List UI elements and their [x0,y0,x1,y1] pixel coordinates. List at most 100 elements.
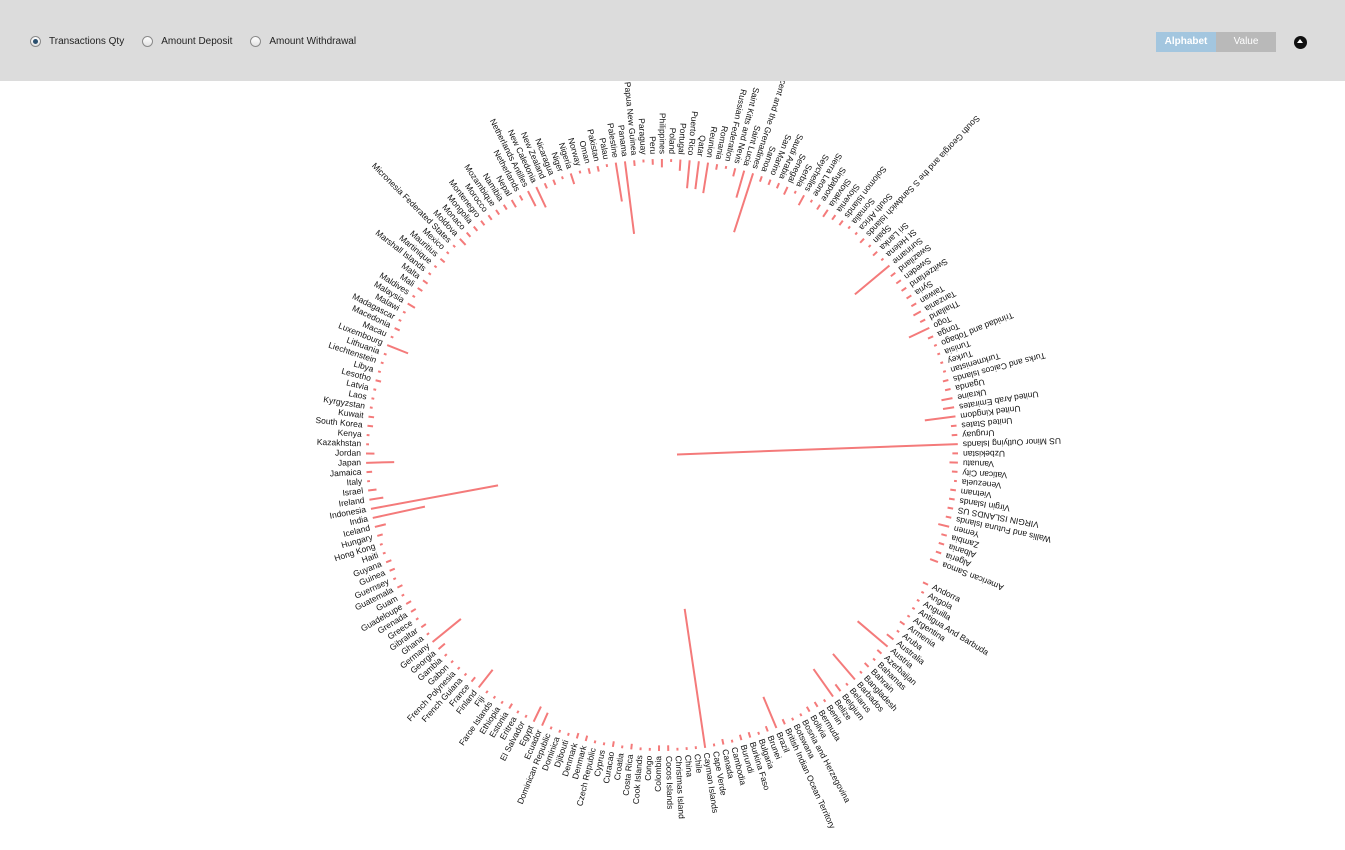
bar[interactable] [463,672,468,677]
bar[interactable] [382,551,386,555]
bar[interactable] [859,237,865,244]
bar[interactable] [732,167,737,177]
bar[interactable] [950,488,957,492]
bar[interactable] [738,734,743,741]
bar[interactable] [578,170,582,174]
radio-amount-withdrawal[interactable]: Amount Withdrawal [250,36,356,47]
bar[interactable] [896,629,900,633]
bar[interactable] [446,251,450,255]
bar[interactable] [372,505,426,519]
bar[interactable] [417,287,423,292]
bar[interactable] [527,190,537,207]
bar[interactable] [942,370,947,373]
bar[interactable] [947,506,954,510]
bar[interactable] [623,161,636,234]
bar[interactable] [487,214,493,221]
bar[interactable] [427,272,432,276]
bar[interactable] [910,302,917,308]
bar[interactable] [375,379,382,383]
bar[interactable] [935,550,942,555]
bar[interactable] [938,523,950,528]
bar[interactable] [605,164,609,168]
bar[interactable] [374,523,387,528]
bar[interactable] [502,204,508,211]
bar[interactable] [396,584,403,589]
bar[interactable] [377,370,382,374]
bar[interactable] [805,706,811,713]
bar[interactable] [886,633,895,641]
radio-amount-deposit[interactable]: Amount Deposit [142,36,232,47]
bar[interactable] [929,558,939,564]
bar[interactable] [535,186,547,208]
bar[interactable] [584,735,589,742]
bar[interactable] [791,717,795,721]
bar[interactable] [410,608,417,613]
bar[interactable] [602,742,606,746]
bar[interactable] [812,668,834,698]
radio-button-icon[interactable] [142,36,154,47]
bar[interactable] [941,397,953,402]
bar[interactable] [937,352,941,356]
bar[interactable] [630,743,633,750]
bar[interactable] [890,271,896,278]
bar[interactable] [401,593,405,597]
bar[interactable] [822,209,829,218]
bar[interactable] [799,713,803,717]
bar[interactable] [876,649,883,655]
bar[interactable] [733,173,755,233]
bar[interactable] [593,740,597,744]
bar[interactable] [407,302,416,309]
bar[interactable] [927,335,934,340]
bar[interactable] [457,666,461,670]
bar[interactable] [465,231,472,238]
bar[interactable] [948,497,955,501]
bar[interactable] [899,620,906,626]
bar[interactable] [775,182,781,189]
bar[interactable] [941,533,948,537]
bar[interactable] [596,165,600,172]
bar[interactable] [510,199,517,208]
bar[interactable] [854,231,858,236]
bar[interactable] [431,618,462,643]
bar[interactable] [767,179,772,186]
bar[interactable] [532,706,542,723]
bar[interactable] [470,676,476,683]
bar[interactable] [541,712,549,727]
bar[interactable] [368,488,377,492]
bar[interactable] [867,244,872,248]
bar[interactable] [895,279,902,285]
bar[interactable] [508,703,513,710]
bar[interactable] [433,264,438,269]
bar[interactable] [834,683,842,692]
bar[interactable] [880,257,885,262]
bar[interactable] [385,559,392,564]
bar[interactable] [922,581,929,586]
bar[interactable] [392,577,397,581]
bar[interactable] [500,700,504,705]
bar[interactable] [847,225,851,230]
bar[interactable] [702,162,710,194]
radio-transactions-qty[interactable]: Transactions Qty [30,36,124,47]
bar[interactable] [492,695,497,700]
bar[interactable] [383,352,387,356]
bar[interactable] [856,620,889,648]
bar[interactable] [369,496,384,501]
bar[interactable] [678,159,682,171]
bar[interactable] [920,590,925,594]
bar[interactable] [901,286,907,292]
bar[interactable] [724,165,728,170]
bar[interactable] [747,731,752,738]
bar[interactable] [845,682,849,687]
bar[interactable] [757,731,761,735]
bar[interactable] [911,606,916,610]
bar[interactable] [735,170,746,198]
bar[interactable] [781,718,786,725]
bar[interactable] [575,732,580,739]
bar[interactable] [831,214,837,221]
bar[interactable] [371,397,375,400]
bar[interactable] [872,250,878,257]
bar[interactable] [762,696,778,729]
bar[interactable] [715,164,719,170]
bar[interactable] [614,162,623,202]
bar[interactable] [543,182,548,189]
